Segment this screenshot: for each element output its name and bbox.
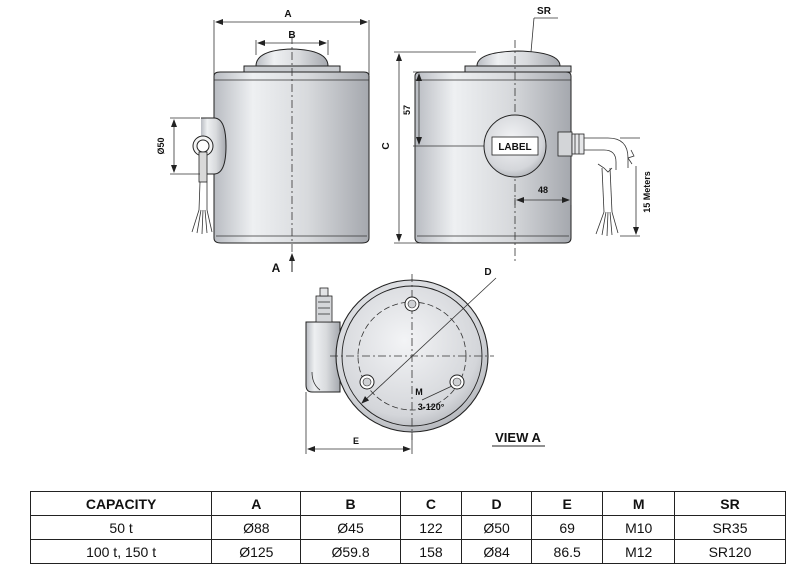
cell-c: 158 — [399, 539, 463, 564]
cell-c: 122 — [399, 515, 463, 540]
dim-label-m: M — [415, 387, 423, 397]
table-row: 50 t Ø88 Ø45 122 Ø50 69 M10 SR35 — [29, 515, 787, 540]
cell-e: 69 — [530, 515, 604, 540]
header-a: A — [211, 491, 302, 516]
cell-a: Ø88 — [211, 515, 302, 540]
table-header-row: CAPACITY A B C D E M SR — [29, 491, 787, 516]
header-c: C — [399, 491, 463, 516]
load-cell-technical-drawing: A B Ø50 A SR — [156, 6, 652, 454]
cell-b: Ø59.8 — [300, 539, 401, 564]
dim-label-57: 57 — [402, 105, 412, 115]
table-row: 100 t, 150 t Ø125 Ø59.8 158 Ø84 86.5 M12… — [29, 539, 787, 564]
dim-label-sr: SR — [537, 6, 552, 17]
label-plate-text: LABEL — [498, 142, 531, 153]
cell-m: M12 — [602, 539, 675, 564]
header-d: D — [461, 491, 532, 516]
dim-label-c: C — [381, 142, 392, 149]
cell-m: M10 — [602, 515, 675, 540]
dim-label-48: 48 — [538, 185, 548, 195]
front-view: A B Ø50 A — [156, 9, 370, 275]
capacity-dimension-table: CAPACITY A B C D E M SR 50 t Ø88 Ø45 122… — [29, 491, 787, 564]
dim-label-d50: Ø50 — [156, 137, 166, 154]
cell-capacity: 50 t — [29, 515, 213, 540]
dim-label-angle: 3-120° — [418, 402, 445, 412]
header-m: M — [602, 491, 675, 516]
header-e: E — [530, 491, 604, 516]
cell-d: Ø50 — [461, 515, 532, 540]
dim-label-15-meters: 15 Meters — [642, 171, 652, 213]
side-view: SR C 57 LABEL — [381, 6, 652, 262]
cell-a: Ø125 — [211, 539, 302, 564]
dim-label-b: B — [288, 30, 295, 41]
header-capacity: CAPACITY — [29, 491, 213, 516]
dim-label-d: D — [484, 267, 491, 278]
dim-label-e: E — [353, 436, 359, 446]
cell-e: 86.5 — [530, 539, 604, 564]
header-sr: SR — [673, 491, 787, 516]
cell-b: Ø45 — [300, 515, 401, 540]
cell-sr: SR35 — [673, 515, 787, 540]
view-a: D M 3-120° E VIEW A — [305, 267, 545, 454]
cell-d: Ø84 — [461, 539, 532, 564]
header-b: B — [300, 491, 401, 516]
cell-sr: SR120 — [673, 539, 787, 564]
cell-capacity: 100 t, 150 t — [29, 539, 213, 564]
dim-label-a: A — [284, 9, 291, 20]
view-a-title: VIEW A — [495, 430, 541, 445]
section-label-a: A — [272, 261, 281, 275]
